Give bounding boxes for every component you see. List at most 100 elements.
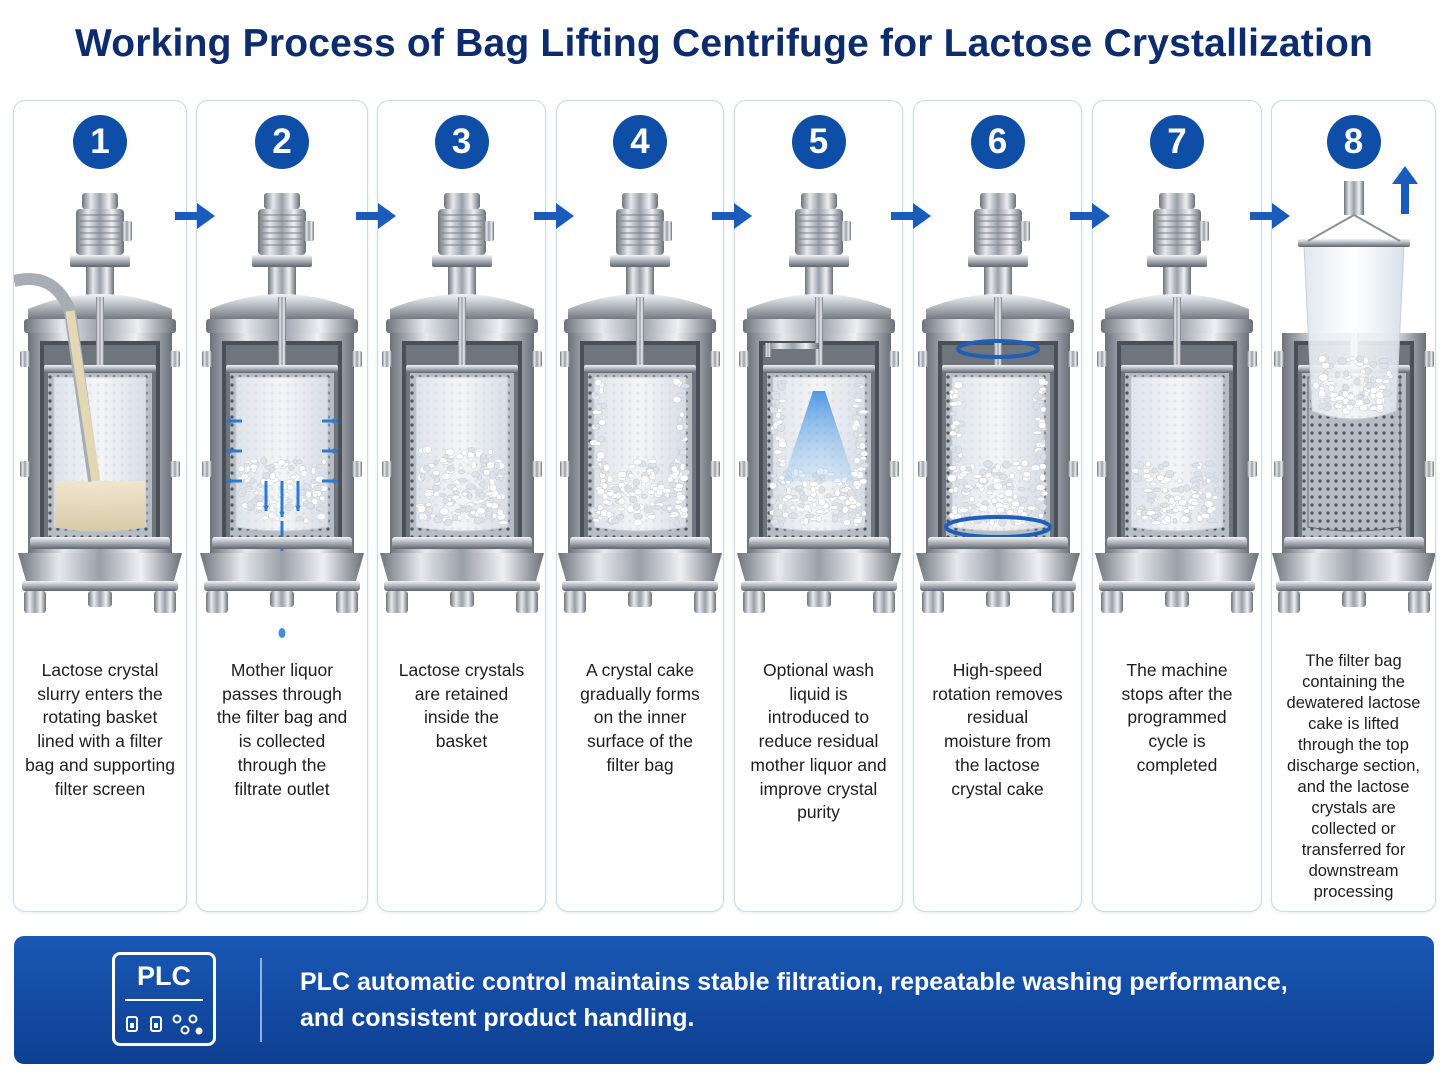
basket-contents — [14, 273, 145, 531]
step-description-line: collected or — [1311, 820, 1396, 838]
right-arrow-icon — [712, 203, 752, 229]
step-panel-7: 7 The machine stops after the programmed cy… — [1092, 100, 1262, 912]
basket-contents — [1131, 460, 1221, 526]
step-description: The filter bag containing the dewatered la… — [1276, 651, 1431, 903]
step-description-line: programmed — [1127, 707, 1227, 728]
step-description: A crystal cake gradually forms on the inne… — [561, 659, 719, 778]
step-number-badge: 7 — [1150, 115, 1204, 169]
step-number-badge: 5 — [791, 115, 846, 169]
step-number-badge: 8 — [1326, 115, 1381, 169]
step-number-badge: 3 — [434, 115, 489, 169]
step-description: Lactose crystal slurry enters the rotating… — [18, 659, 182, 801]
step-panel-1: 1 Lactose crystal slurry enters the rotati… — [13, 100, 187, 912]
step-description-line: passes through — [222, 683, 342, 704]
step-description-line: the filter bag and — [216, 707, 348, 728]
basket-contents — [943, 339, 1052, 579]
step-description-line: surface of the — [586, 731, 694, 752]
step-description-line: downstream — [1308, 862, 1399, 880]
step-description-line: High-speed — [952, 660, 1043, 680]
centrifuge-illustration — [14, 193, 182, 613]
step-description: Mother liquor passes through the filter ba… — [201, 659, 363, 801]
step-number-badge: 6 — [970, 115, 1025, 169]
step-description-line: rotation removes — [932, 683, 1063, 704]
right-arrow-icon — [1250, 203, 1290, 229]
step-description-line: crystal cake — [951, 778, 1044, 799]
centrifuge-illustration — [558, 193, 722, 613]
up-arrow-icon — [1392, 166, 1418, 214]
centrifuge-illustration — [379, 193, 544, 613]
step-panel-6: 6 High-speed rotation removes residual mois… — [913, 100, 1082, 912]
plc-label: PLC — [137, 961, 191, 991]
centrifuge-illustration — [915, 193, 1080, 613]
step-description: The machine stops after the programmed cycl… — [1097, 659, 1257, 778]
step-description-line: mother liquor and — [750, 754, 887, 775]
step-description-line: purity — [797, 802, 840, 823]
footer-description: PLC automatic control maintains stable f… — [300, 964, 1400, 1036]
step-description-line: inside the — [424, 707, 499, 728]
basket-contents — [764, 343, 869, 528]
step-description-line: A crystal cake — [586, 660, 694, 680]
step-panel-8: 8 The filter bag containing the dewatered … — [1271, 100, 1436, 912]
step-description-line: residual — [966, 707, 1029, 728]
step-panel-2: 2 Mother liquor passes through the filter … — [196, 100, 368, 912]
step-description-line: stops after the — [1121, 683, 1233, 704]
step-description-line: dewatered lactose — [1286, 694, 1421, 712]
right-arrow-icon — [891, 203, 931, 229]
centrifuge-illustration — [200, 193, 364, 638]
step-description-line: Mother liquor — [230, 660, 334, 680]
step-description-line: The filter bag — [1305, 652, 1402, 670]
step-description-line: gradually forms — [580, 683, 700, 704]
step-description-line: are retained — [414, 683, 509, 704]
step-number-badge: 2 — [255, 115, 309, 169]
footer-text-line-1: PLC automatic control maintains stable f… — [300, 968, 1288, 996]
step-panel-4: 4 A crystal cake gradually forms on the in… — [556, 100, 724, 912]
basket-contents — [589, 378, 690, 527]
step-description-line: lined with a filter — [37, 731, 163, 752]
step-number-badge: 4 — [613, 115, 667, 169]
step-description-line: slurry enters the — [37, 683, 163, 704]
step-description-line: discharge section, — [1287, 757, 1420, 775]
centrifuge-illustration — [1272, 181, 1435, 613]
plc-controller-icon: PLC — [112, 952, 216, 1046]
step-description-line: cake is lifted — [1308, 715, 1399, 733]
step-description-line: filtrate outlet — [234, 778, 330, 799]
right-arrow-icon — [1070, 203, 1110, 229]
step-description-line: on the inner — [593, 707, 687, 728]
step-description-line: Lactose crystal — [41, 660, 159, 680]
step-number-badge: 1 — [73, 115, 127, 169]
step-description-line: Optional wash — [763, 660, 874, 680]
step-description-line: is collected — [238, 731, 326, 752]
step-description-line: rotating basket — [42, 707, 158, 728]
step-description-line: liquid is — [789, 683, 848, 704]
basket-contents — [226, 418, 338, 638]
centrifuge-illustration — [1095, 193, 1259, 613]
step-description-line: basket — [435, 731, 488, 752]
step-description-line: moisture from — [944, 731, 1051, 752]
step-description-line: the lactose — [955, 754, 1040, 775]
step-description-line: improve crystal — [759, 778, 878, 799]
step-description-line: Lactose crystals — [398, 660, 525, 680]
step-description: High-speed rotation removes residual moistu… — [918, 659, 1077, 801]
step-panel-3: 3 Lactose crystals are retained inside the… — [377, 100, 546, 912]
step-description-line: through the top — [1297, 736, 1409, 754]
step-description-line: containing the — [1302, 673, 1405, 691]
basket-contents — [1272, 181, 1435, 420]
step-description: Optional wash liquid is introduced to reduc… — [739, 659, 898, 825]
step-description-line: filter screen — [54, 778, 146, 799]
step-panel-5: 5 Optional wash liquid is introduced to red… — [734, 100, 903, 912]
plc-footer-banner: PLC PLC automatic control maintains stab… — [14, 936, 1434, 1064]
centrifuge-illustration — [736, 193, 901, 613]
step-description-line: crystals are — [1311, 799, 1396, 817]
step-description-line: filter bag — [606, 754, 674, 775]
step-description-line: completed — [1136, 754, 1218, 775]
step-description-line: processing — [1313, 883, 1394, 901]
step-description-line: The machine — [1126, 660, 1228, 680]
step-description-line: cycle is — [1148, 731, 1206, 752]
basket-contents — [415, 445, 508, 526]
step-description-line: and the lactose — [1297, 778, 1410, 796]
footer-text-line-2: and consistent product handling. — [300, 1004, 695, 1032]
step-description-line: reduce residual — [758, 731, 879, 752]
step-description-line: introduced to — [767, 707, 870, 728]
right-arrow-icon — [175, 203, 215, 229]
step-description-line: transferred for — [1301, 841, 1406, 859]
